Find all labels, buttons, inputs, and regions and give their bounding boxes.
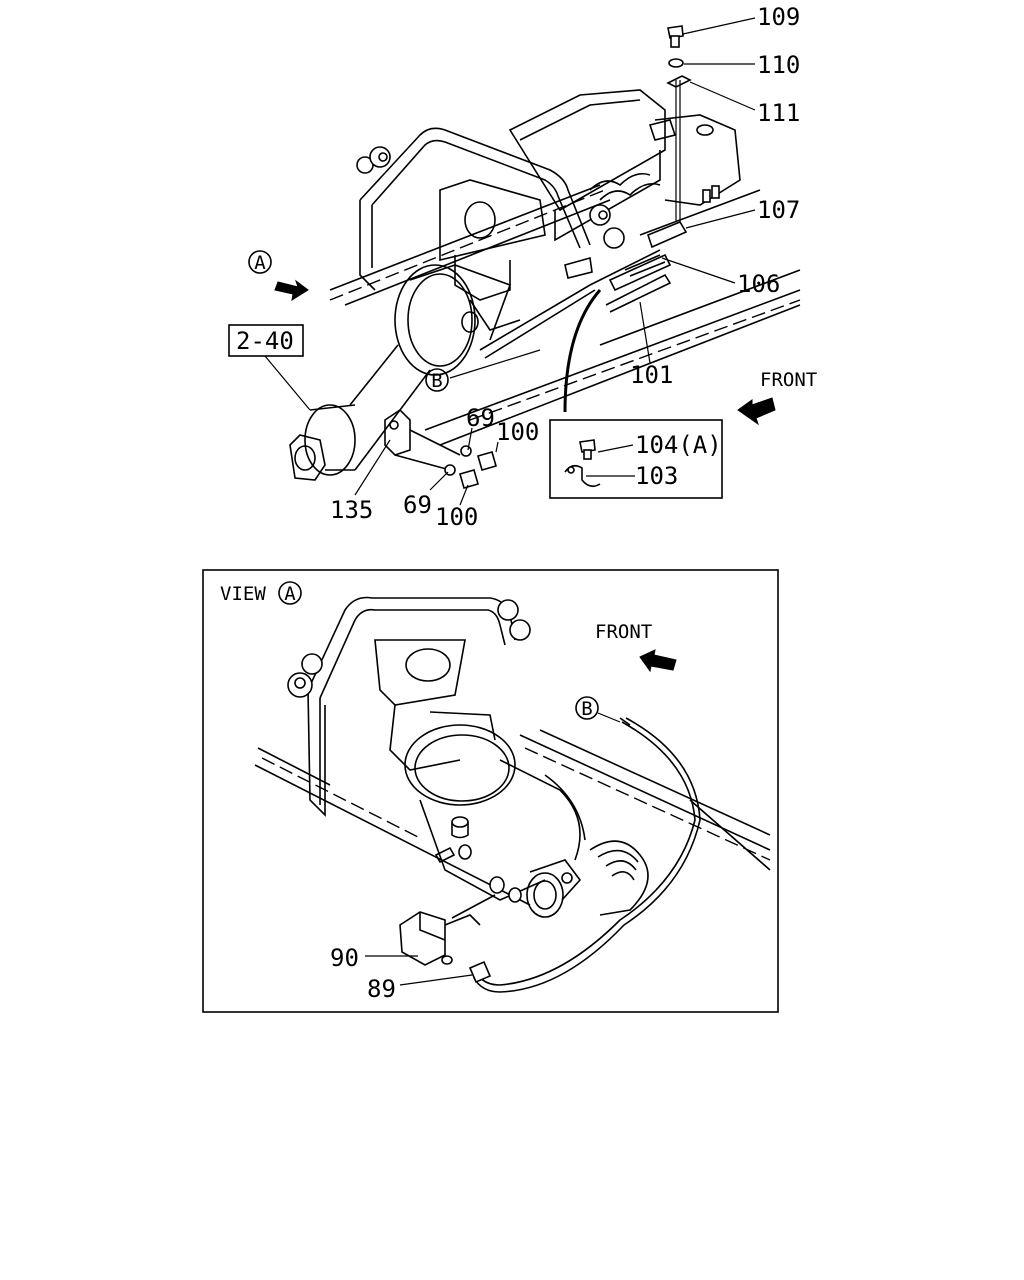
speedometer-cable-89: B <box>468 696 701 993</box>
view-crossmember <box>287 596 531 817</box>
bracket-135 <box>384 408 497 489</box>
part-111-label: 111 <box>757 99 800 127</box>
view-a-panel-letter: A <box>284 583 296 605</box>
ref-2-40-label: 2-40 <box>236 327 294 355</box>
part-90-label: 90 <box>330 944 359 972</box>
throttle-cable <box>479 80 688 413</box>
part-69-label-b: 69 <box>403 491 432 519</box>
part-110-label: 110 <box>757 51 800 79</box>
view-a-panel: VIEW A FRONT <box>202 569 779 1013</box>
front-arrow-top <box>737 397 776 426</box>
ref-2-40-box <box>228 324 304 357</box>
view-a-letter: A <box>254 252 266 274</box>
fastener-stack <box>666 25 692 88</box>
clip-inset <box>549 419 723 499</box>
part-100-label-b: 100 <box>435 503 478 531</box>
part-107-label: 107 <box>757 196 800 224</box>
view-b-marker: B <box>425 368 449 392</box>
front-label-view: FRONT <box>595 621 652 643</box>
crossmember <box>356 127 625 291</box>
engine-block <box>508 89 741 242</box>
leader-lines-top <box>264 17 756 506</box>
view-transmission <box>374 639 649 918</box>
view-a-marker: A <box>248 250 309 302</box>
view-frame-rails <box>254 729 771 906</box>
part-103-label: 103 <box>635 462 678 490</box>
part-101-label: 101 <box>630 361 673 389</box>
part-104-label: 104(A) <box>635 431 722 459</box>
view-b-panel-letter: B <box>581 698 592 720</box>
part-109-label: 109 <box>757 3 800 31</box>
transmission <box>289 179 546 481</box>
sensor-90 <box>399 894 496 966</box>
front-arrow-view <box>639 649 677 673</box>
part-69-label-a: 69 <box>466 404 495 432</box>
view-a-frame <box>202 569 779 1013</box>
part-135-label: 135 <box>330 496 373 524</box>
part-100-label-a: 100 <box>496 418 539 446</box>
view-a-title: VIEW <box>220 583 266 605</box>
part-89-label: 89 <box>367 975 396 1003</box>
view-b-letter: B <box>431 370 442 392</box>
top-assembly: A B 109 110 111 107 106 101 FRONT 104(A)… <box>228 3 817 531</box>
part-106-label: 106 <box>737 270 780 298</box>
front-label-top: FRONT <box>760 369 817 391</box>
